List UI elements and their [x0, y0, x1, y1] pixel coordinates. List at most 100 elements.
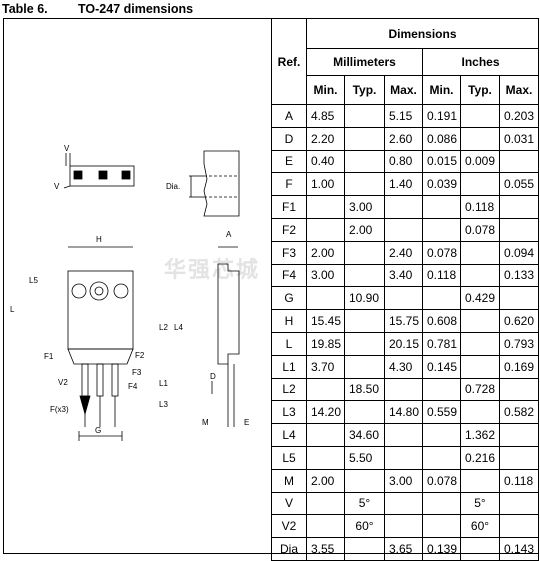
cell-mm-typ	[344, 263, 385, 288]
cell-in-max: 0.143	[499, 537, 539, 561]
cell-mm-max	[384, 423, 423, 447]
label-v2: V2	[58, 378, 68, 387]
cell-in-typ	[460, 400, 500, 425]
cell-mm-typ: 5°	[344, 491, 385, 516]
cell-in-typ: 5°	[460, 491, 500, 516]
cell-in-max	[499, 195, 539, 219]
cell-mm-typ: 3.00	[344, 195, 385, 219]
cell-in-min	[422, 377, 461, 402]
cell-mm-min: 2.00	[306, 240, 345, 265]
cell-mm-min	[306, 377, 345, 402]
row-ref-cell: L4	[271, 423, 307, 447]
label-l4: L4	[174, 323, 183, 332]
cell-in-max	[499, 491, 539, 516]
cell-mm-max: 3.00	[384, 468, 423, 493]
cell-in-max	[499, 286, 539, 311]
cell-mm-typ	[344, 331, 385, 356]
cell-mm-min: 3.70	[306, 354, 345, 379]
row-ref-cell: F4	[271, 263, 307, 288]
label-h: H	[96, 235, 102, 244]
cell-in-typ	[460, 104, 500, 128]
cell-in-typ	[460, 331, 500, 356]
cell-in-typ	[460, 354, 500, 379]
cell-in-max: 0.055	[499, 172, 539, 197]
cell-mm-typ	[344, 309, 385, 333]
label-v-top: V	[64, 144, 70, 153]
cell-in-typ	[460, 126, 500, 151]
cell-mm-min	[306, 217, 345, 242]
cell-mm-typ	[344, 240, 385, 265]
cell-in-min: 0.559	[422, 400, 461, 425]
row-ref-cell: L1	[271, 354, 307, 379]
row-ref-cell: L	[271, 331, 307, 356]
cell-mm-min	[306, 491, 345, 516]
ref-header: Ref.	[271, 18, 307, 105]
cell-mm-max: 1.40	[384, 172, 423, 197]
in-min-header: Min.	[422, 75, 461, 105]
cell-in-max: 0.203	[499, 104, 539, 128]
label-l1: L1	[159, 379, 168, 388]
header-row-1: Ref. Dimensions	[271, 18, 539, 105]
row-ref-cell: F2	[271, 217, 307, 242]
cell-in-min: 0.078	[422, 468, 461, 493]
table-caption: Table 6.TO-247 dimensions	[2, 0, 193, 18]
cell-in-max	[499, 377, 539, 402]
cell-in-min	[422, 445, 461, 470]
cell-in-min: 0.145	[422, 354, 461, 379]
cell-in-typ: 0.429	[460, 286, 500, 311]
cell-in-typ: 1.362	[460, 423, 500, 447]
front-view: H L5 L L2 L4 L1 L3 F1 F2 F3	[10, 235, 183, 441]
label-fx3: F(x3)	[50, 405, 69, 414]
row-ref-cell: F1	[271, 195, 307, 219]
label-l5: L5	[29, 276, 38, 285]
label-l: L	[10, 305, 15, 314]
cell-mm-max	[384, 217, 423, 242]
cell-mm-max: 2.40	[384, 240, 423, 265]
side-view: A D M E	[202, 230, 249, 427]
cell-in-min: 0.191	[422, 104, 461, 128]
label-f1: F1	[44, 352, 54, 361]
cell-mm-max: 3.40	[384, 263, 423, 288]
cell-in-max: 0.169	[499, 354, 539, 379]
package-drawing: 华强芯城 V V Dia. H	[4, 19, 271, 553]
label-f2: F2	[135, 351, 145, 360]
cell-mm-max	[384, 195, 423, 219]
millimeters-header: Millimeters	[306, 48, 423, 76]
row-ref-cell: L2	[271, 377, 307, 402]
row-ref-cell: H	[271, 309, 307, 333]
top-view: V V	[54, 144, 135, 191]
cell-in-typ	[460, 263, 500, 288]
cell-in-max	[499, 149, 539, 174]
dimensions-header: Dimensions	[306, 18, 539, 49]
cell-in-min	[422, 423, 461, 447]
row-ref-cell: Dia	[271, 537, 307, 561]
cell-mm-min: 0.40	[306, 149, 345, 174]
cell-in-typ	[460, 468, 500, 493]
cell-mm-min	[306, 423, 345, 447]
cell-in-min	[422, 514, 461, 539]
cell-in-min: 0.015	[422, 149, 461, 174]
row-ref-cell: F3	[271, 240, 307, 265]
label-a: A	[226, 230, 232, 239]
cell-mm-typ: 10.90	[344, 286, 385, 311]
label-m: M	[202, 418, 209, 427]
cell-mm-typ: 2.00	[344, 217, 385, 242]
cell-in-typ: 0.009	[460, 149, 500, 174]
cell-mm-typ	[344, 354, 385, 379]
in-typ-header: Typ.	[460, 75, 500, 105]
row-ref-cell: F	[271, 172, 307, 197]
cell-mm-max: 0.80	[384, 149, 423, 174]
cell-mm-typ: 5.50	[344, 445, 385, 470]
cell-in-min: 0.086	[422, 126, 461, 151]
cell-in-min	[422, 217, 461, 242]
label-f4: F4	[128, 382, 138, 391]
mm-max-header: Max.	[384, 75, 423, 105]
cell-in-min: 0.608	[422, 309, 461, 333]
cell-in-typ	[460, 309, 500, 333]
cell-mm-max	[384, 286, 423, 311]
table-number: Table 6.	[2, 2, 48, 16]
cell-mm-min: 3.55	[306, 537, 345, 561]
